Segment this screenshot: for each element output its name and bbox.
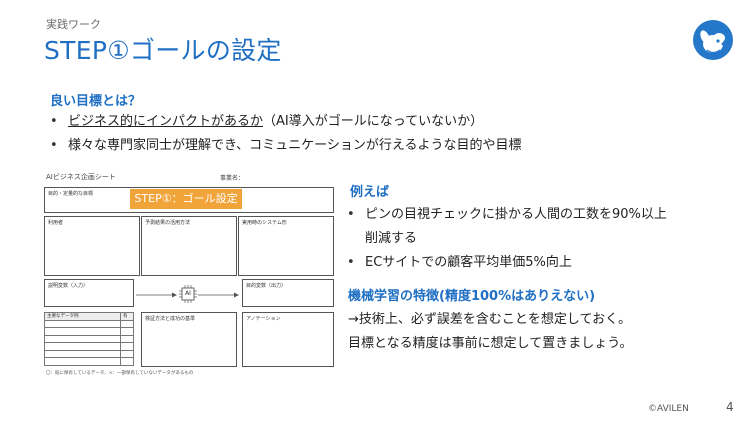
ml-line-2: 目標となる精度は事前に想定して置きましょう。: [348, 336, 633, 351]
annotation-box: アノテーション: [242, 312, 334, 367]
system-label: 実用時のシステム形: [242, 220, 287, 226]
annotation-label: アノテーション: [246, 316, 281, 322]
data-header-flag: 有: [120, 312, 134, 321]
ml-heading: 機械学習の特徴(精度100%はありえない): [348, 289, 596, 304]
prediction-label: 予測結果の活用方法: [145, 220, 191, 226]
list-item: 様々な専門家同士が理解でき、コミュニケーションが行えるような目的や目標: [48, 134, 698, 158]
user-box: 利用者: [44, 216, 140, 276]
arrow-flow: [136, 292, 239, 298]
copyright: ©AVILEN: [648, 404, 689, 414]
goal-label: 目的・定量的な目標: [48, 191, 94, 197]
communication-text: 様々な専門家同士が理解でき、コミュニケーションが行えるような目的や目標: [68, 138, 522, 153]
example-2-text: ECサイトでの顧客平均単価5%向上: [365, 255, 572, 270]
input-box: 説明変数（入力）: [44, 279, 134, 307]
page-number: 4: [726, 400, 734, 414]
system-box: 実用時のシステム形: [238, 216, 334, 276]
step-banner: STEP①：ゴール設定: [130, 189, 242, 209]
ai-chip-label: AI: [185, 290, 191, 297]
output-box: 目的変数（出力）: [242, 279, 334, 307]
example-1-line1: ピンの目視チェックに掛かる人間の工数を90%以上: [365, 207, 667, 222]
prediction-box: 予測結果の活用方法: [141, 216, 237, 276]
input-label: 説明変数（入力）: [48, 283, 89, 289]
data-example-table: 主要なデータ例有: [44, 312, 134, 366]
example-heading: 例えば: [350, 185, 390, 200]
worksheet-note: 〇：既に保有しているデータ、×：一部保有していないデータがあるもの: [46, 371, 194, 376]
eval-box: 検証方法と成功の基準: [141, 312, 237, 367]
dog-logo-icon: [693, 20, 733, 60]
ml-line-1: →技術上、必ず誤差を含むことを想定しておく。: [348, 312, 632, 327]
section-eyebrow: 実践ワーク: [46, 18, 101, 31]
user-label: 利用者: [48, 220, 64, 226]
list-item: ECサイトでの顧客平均単価5%向上: [345, 251, 730, 275]
impact-text: ビジネス的にインパクトがあるか: [68, 114, 264, 129]
ai-business-worksheet: AIビジネス企画シート 事業名： 目的・定量的な目標 STEP①：ゴール設定 利…: [44, 172, 340, 378]
ai-chip-icon: AI: [178, 284, 198, 304]
list-item: ビジネス的にインパクトがあるか（AI導入がゴールになっていないか）: [48, 110, 698, 134]
good-goal-heading: 良い目標とは？: [50, 94, 142, 109]
eval-label: 検証方法と成功の基準: [145, 316, 196, 322]
data-header: 主要なデータ例: [44, 312, 121, 321]
worksheet-author-label: 事業名：: [220, 175, 245, 182]
good-goal-list: ビジネス的にインパクトがあるか（AI導入がゴールになっていないか） 様々な専門家…: [48, 110, 698, 158]
example-1-line2: 削減する: [365, 231, 418, 246]
page-title: STEP①ゴールの設定: [44, 36, 282, 65]
worksheet-title: AIビジネス企画シート: [46, 173, 116, 181]
output-label: 目的変数（出力）: [246, 283, 287, 289]
impact-note: （AI導入がゴールになっていないか）: [263, 114, 484, 129]
